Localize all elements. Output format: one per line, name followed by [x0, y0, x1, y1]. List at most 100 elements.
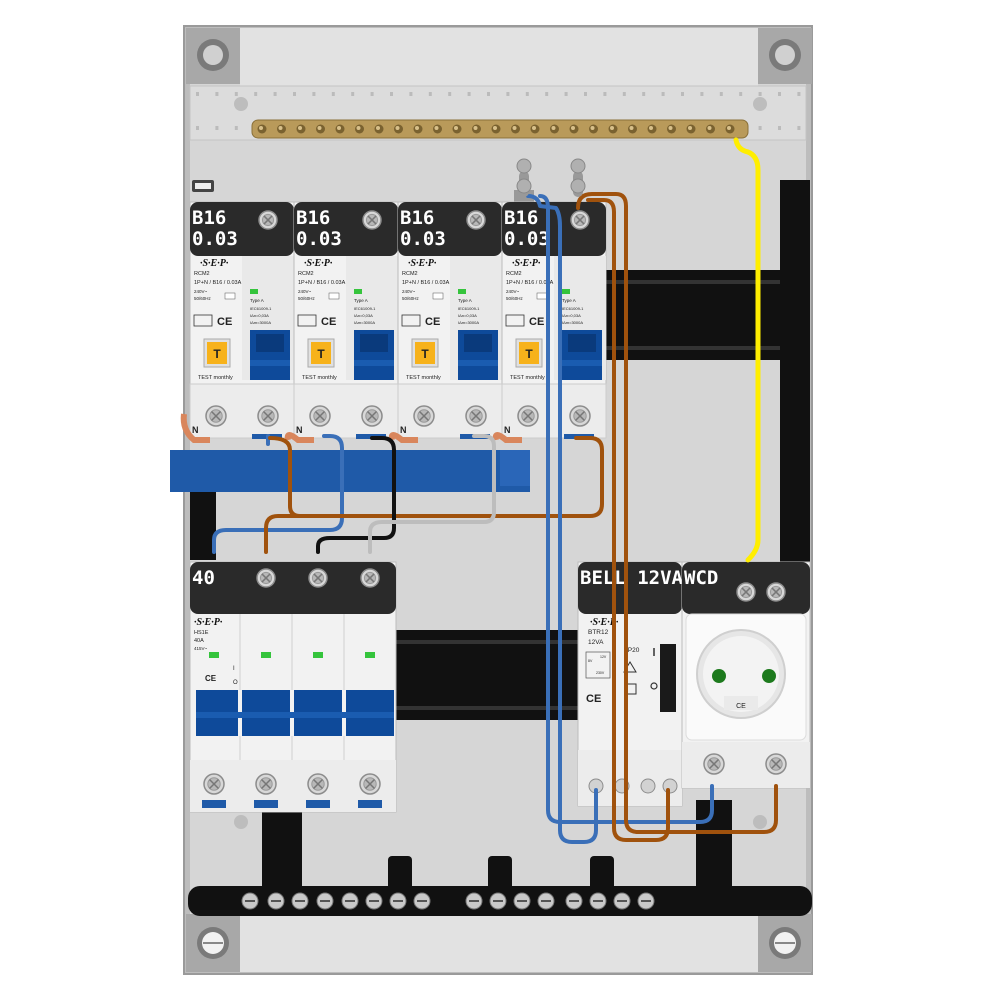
- test-button-key: T: [317, 347, 325, 361]
- neutral-tail-copper: [388, 432, 418, 443]
- rcbo-type: Type A: [354, 298, 368, 303]
- terminal-neutral: [309, 405, 331, 427]
- cert-mark: [505, 314, 525, 327]
- cert-mark: [193, 314, 213, 327]
- rcbo-model: RCM2: [506, 271, 522, 277]
- brand-logo: ·S·E·P·: [408, 258, 437, 269]
- rcbo-frequency: 50/60Hz: [402, 296, 420, 301]
- rcbo-rating-label: B16: [400, 207, 434, 229]
- terminal-line: [465, 405, 487, 427]
- cert-mark: [401, 314, 421, 327]
- main-switch-label: 40: [192, 567, 215, 589]
- rcbo-frequency: 50/60Hz: [298, 296, 316, 301]
- rcbo-rating-label: B16: [504, 207, 538, 229]
- test-button[interactable]: [415, 342, 435, 364]
- wire-blue-bell-2: [526, 194, 598, 844]
- main-switch-bottom-screw: [203, 773, 225, 795]
- rcbo-inc: IΔm=3000A: [562, 320, 583, 325]
- rcbo-standard: IEC61009-1: [458, 306, 480, 311]
- status-led: [354, 289, 362, 294]
- socket-pin-hole: [762, 669, 776, 683]
- wire-main-brown: [264, 436, 604, 554]
- brand-logo: ·S·E·P·: [200, 258, 229, 269]
- ce-mark: CE: [321, 316, 336, 328]
- main-switch-model: HS1E: [194, 630, 209, 636]
- rcbo-spec: 1P+N / B16 / 0.03A: [194, 280, 242, 286]
- main-switch-top-screw: [256, 568, 276, 588]
- socket-bottom-screw: [765, 753, 787, 775]
- test-button[interactable]: [207, 342, 227, 364]
- bell-output-indicator: [660, 644, 676, 712]
- neutral-comb: [170, 450, 530, 492]
- rcbo-voltage: 240V~: [298, 289, 312, 294]
- off-mark: O: [233, 680, 238, 686]
- terminal-neutral: [205, 405, 227, 427]
- wire-blue-bell-1: [538, 194, 714, 824]
- status-led: [261, 652, 271, 658]
- neutral-tail-copper: [180, 413, 210, 443]
- bell-transformer-rating: 12VA: [588, 639, 604, 646]
- main-switch-top-screw: [360, 568, 380, 588]
- socket-top-screw: [766, 582, 786, 602]
- test-label: TEST monthly: [406, 375, 441, 381]
- test-button-key: T: [421, 347, 429, 361]
- rcbo-top-screw: [570, 210, 590, 230]
- rcbo-frequency: 50/60Hz: [506, 296, 524, 301]
- wire-brown-bell-2: [586, 198, 670, 842]
- test-button-key: T: [213, 347, 221, 361]
- bell-12v: 12V: [600, 655, 607, 659]
- ce-mark: CE: [529, 316, 544, 328]
- rcbo-rating-label: B16: [296, 207, 330, 229]
- rcbo-type: Type A: [562, 298, 576, 303]
- wire-grey-rcbo3: [368, 434, 496, 554]
- bell-transformer-label: BELL 12VA: [580, 567, 684, 589]
- wire-brown-rcbo1: [268, 436, 302, 518]
- corner-screw-bottom-left: [186, 914, 240, 972]
- rcbo-inc: IΔm=3000A: [458, 320, 479, 325]
- rcbo-type: Type A: [458, 298, 472, 303]
- corner-screw-bottom-right: [758, 914, 812, 972]
- rcbo-rating-label: B16: [192, 207, 226, 229]
- earth-busbar: [251, 119, 749, 139]
- rcbo-model: RCM2: [298, 271, 314, 277]
- status-led: [250, 289, 258, 294]
- rcbo-inc: IΔm=3000A: [354, 320, 375, 325]
- rcbo-model: RCM2: [194, 271, 210, 277]
- ce-mark: CE: [205, 674, 217, 683]
- rcbo-idn: IΔn=0,03A: [250, 313, 269, 318]
- bell-transformer-ip: IP20: [626, 647, 640, 654]
- socket-pin-hole: [712, 669, 726, 683]
- bell-230v: 230V: [596, 671, 605, 675]
- main-switch-bottom-screw: [255, 773, 277, 795]
- terminal-line: [361, 405, 383, 427]
- rcbo-frequency: 50/60Hz: [194, 296, 212, 301]
- test-button[interactable]: [311, 342, 331, 364]
- bell-transformer-model: BTR12: [588, 629, 609, 636]
- status-led: [458, 289, 466, 294]
- test-label: TEST monthly: [198, 375, 233, 381]
- rcbo-idn: IΔn=0,03A: [354, 313, 373, 318]
- test-button[interactable]: [519, 342, 539, 364]
- test-button-key: T: [525, 347, 533, 361]
- rcbo-standard: IEC61009-1: [562, 306, 584, 311]
- brand-logo: ·S·E·P·: [304, 258, 333, 269]
- rcbo-trip-label: 0.03: [192, 228, 238, 250]
- rcbo-trip-label: 0.03: [400, 228, 446, 250]
- rcbo-model: RCM2: [402, 271, 418, 277]
- terminal-line: [569, 405, 591, 427]
- main-switch-top-screw: [308, 568, 328, 588]
- wire-black-rcbo2: [316, 436, 396, 554]
- wire-earth-yellow: [733, 137, 761, 563]
- status-led: [365, 652, 375, 658]
- rcbo-standard: IEC61009-1: [354, 306, 376, 311]
- test-label: TEST monthly: [510, 375, 545, 381]
- on-mark: I: [233, 666, 235, 672]
